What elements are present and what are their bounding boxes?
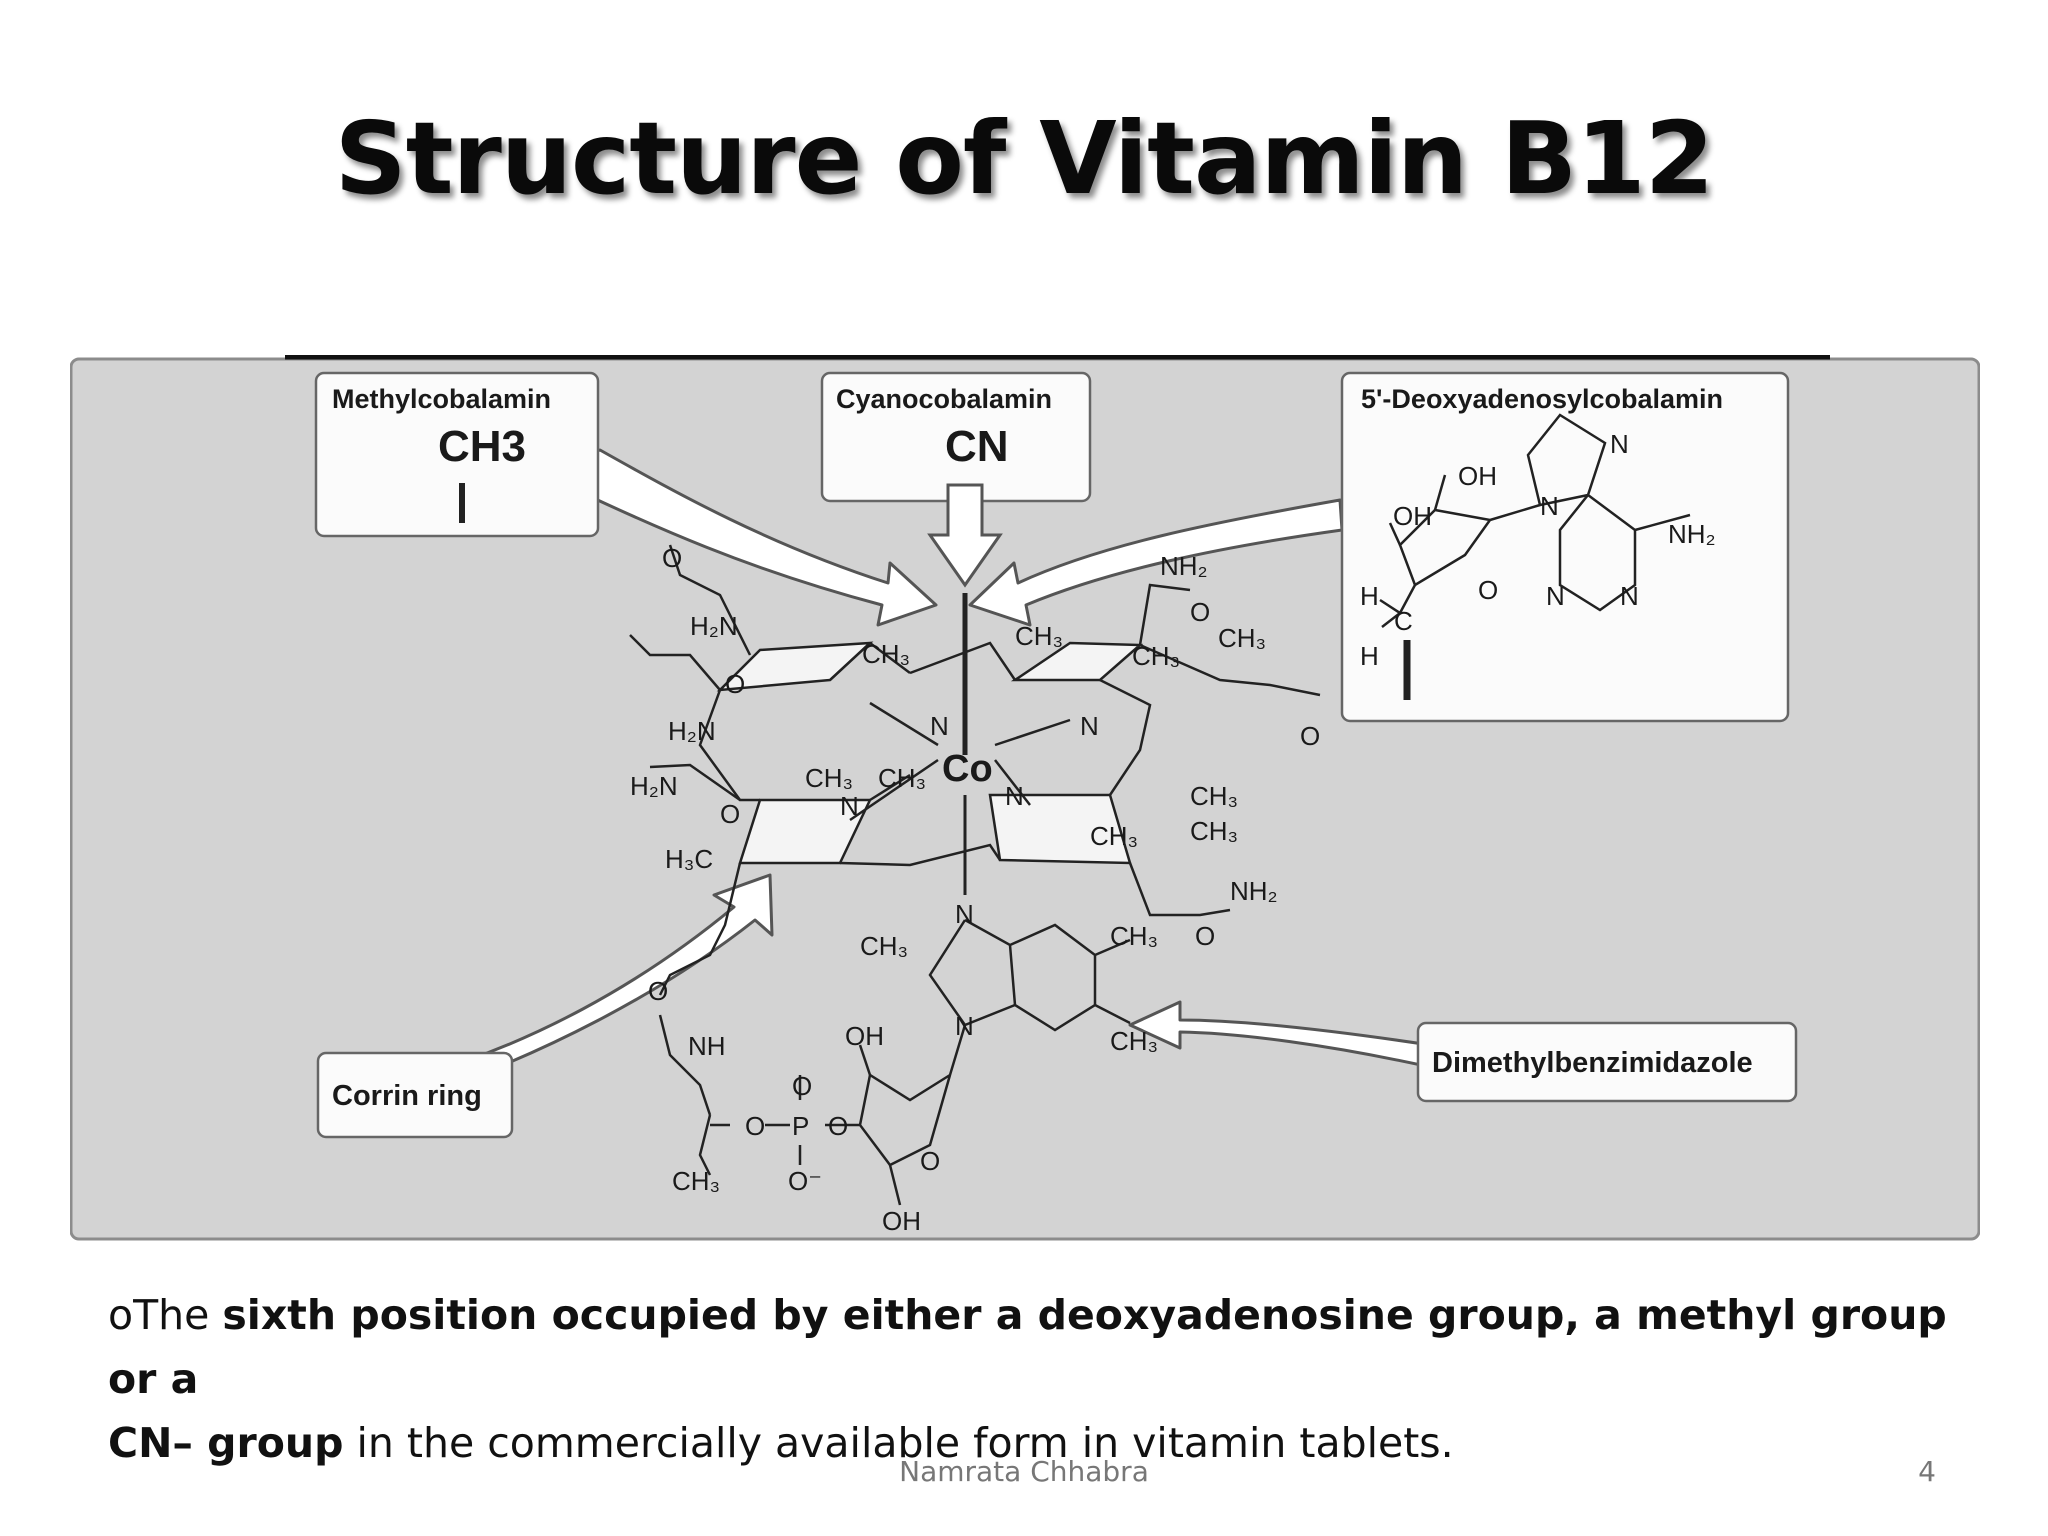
svg-text:N: N	[1546, 581, 1565, 611]
svg-text:O: O	[828, 1111, 848, 1141]
svg-text:N: N	[1540, 491, 1559, 521]
svg-text:OH: OH	[1458, 461, 1497, 491]
svg-text:CH₃: CH₃	[672, 1166, 720, 1196]
slide-caption: oThe sixth position occupied by either a…	[108, 1283, 1948, 1475]
svg-text:O: O	[1195, 921, 1215, 951]
arrow-methyl	[538, 448, 938, 627]
svg-text:N: N	[955, 899, 974, 929]
svg-text:O: O	[745, 1111, 765, 1141]
svg-text:H₂N: H₂N	[630, 771, 678, 801]
deoxyadenosyl-label: 5'-Deoxyadenosylcobalamin	[1361, 384, 1723, 414]
methylcobalamin-callout: Methylcobalamin CH3	[314, 371, 600, 538]
svg-text:H₂N: H₂N	[668, 716, 716, 746]
svg-text:NH₂: NH₂	[1230, 876, 1278, 906]
svg-text:NH: NH	[688, 1031, 726, 1061]
svg-text:H₂N: H₂N	[690, 611, 738, 641]
cyanocobalamin-callout: Cyanocobalamin CN	[820, 371, 1092, 588]
corrin-ring-callout: Corrin ring	[316, 1051, 514, 1139]
cobalt-atom: Co	[942, 748, 993, 790]
svg-text:OH: OH	[882, 1206, 921, 1236]
svg-text:O: O	[1478, 575, 1498, 605]
svg-text:H: H	[1360, 581, 1379, 611]
svg-text:H₃C: H₃C	[665, 844, 713, 874]
dmb-label: Dimethylbenzimidazole	[1432, 1047, 1753, 1079]
svg-text:O: O	[662, 543, 682, 573]
caption-bold-1: sixth position occupied by either a deox…	[108, 1291, 1947, 1403]
deoxyadenosyl-callout: 5'-Deoxyadenosylcobalamin N N N N NH₂ OH…	[1340, 371, 1790, 723]
svg-text:CH₃: CH₃	[1190, 816, 1238, 846]
svg-text:N: N	[1610, 429, 1629, 459]
arrow-cyano	[927, 483, 1003, 588]
page-number: 4	[1918, 1455, 1936, 1488]
arrows	[413, 448, 1432, 1095]
svg-text:CH₃: CH₃	[1090, 821, 1138, 851]
cyanocobalamin-label: Cyanocobalamin	[836, 384, 1052, 414]
svg-text:CH₃: CH₃	[860, 931, 908, 961]
cyano-formula: CN	[945, 422, 1009, 471]
svg-text:CH₃: CH₃	[1110, 1026, 1158, 1056]
corrin-ring-structure: Co H₂N O H₂N O H₂N O H₃C CH₃ CH₃ CH₃ CH₃…	[629, 543, 1321, 1236]
svg-text:N: N	[1080, 711, 1099, 741]
svg-text:O: O	[792, 1071, 812, 1101]
footer-author: Namrata Chhabra	[899, 1455, 1149, 1488]
svg-text:N: N	[930, 711, 949, 741]
svg-text:C: C	[1394, 606, 1413, 636]
svg-text:O: O	[1190, 597, 1210, 627]
svg-text:CH₃: CH₃	[878, 763, 926, 793]
corrin-ring-label: Corrin ring	[332, 1080, 482, 1112]
svg-text:CH₃: CH₃	[805, 763, 853, 793]
dmb-callout: Dimethylbenzimidazole	[1416, 1021, 1798, 1103]
arrow-deoxy	[968, 498, 1344, 627]
methyl-formula: CH3	[438, 422, 526, 471]
slide-title: Structure of Vitamin B12	[334, 100, 1715, 217]
svg-text:N: N	[955, 1011, 974, 1041]
svg-text:N: N	[1005, 781, 1024, 811]
svg-text:O: O	[920, 1146, 940, 1176]
svg-text:CH₃: CH₃	[1132, 641, 1180, 671]
svg-text:NH₂: NH₂	[1160, 551, 1208, 581]
arrow-dmb	[1128, 1000, 1432, 1069]
svg-text:O: O	[648, 976, 668, 1006]
caption-bold-2: CN– group	[108, 1419, 344, 1467]
svg-text:CH₃: CH₃	[1110, 921, 1158, 951]
svg-text:N: N	[840, 791, 859, 821]
caption-suffix: in the commercially available form in vi…	[343, 1419, 1454, 1467]
svg-text:H: H	[1360, 641, 1379, 671]
svg-text:O⁻: O⁻	[788, 1166, 822, 1196]
methylcobalamin-label: Methylcobalamin	[332, 384, 551, 414]
svg-text:CH₃: CH₃	[1190, 781, 1238, 811]
svg-text:N: N	[1620, 581, 1639, 611]
bullet-marker: o	[108, 1291, 134, 1339]
svg-text:NH₂: NH₂	[1668, 519, 1716, 549]
svg-text:P: P	[792, 1111, 809, 1141]
svg-text:O: O	[1300, 721, 1320, 751]
caption-prefix: The	[133, 1291, 223, 1339]
vitamin-b12-structure-diagram: Methylcobalamin CH3 Cyanocobalamin CN 5'…	[70, 355, 1980, 1245]
svg-text:CH₃: CH₃	[1218, 623, 1266, 653]
svg-text:OH: OH	[1393, 501, 1432, 531]
svg-text:O: O	[725, 669, 745, 699]
svg-text:CH₃: CH₃	[862, 639, 910, 669]
svg-text:OH: OH	[845, 1021, 884, 1051]
svg-text:CH₃: CH₃	[1015, 621, 1063, 651]
svg-text:O: O	[720, 799, 740, 829]
